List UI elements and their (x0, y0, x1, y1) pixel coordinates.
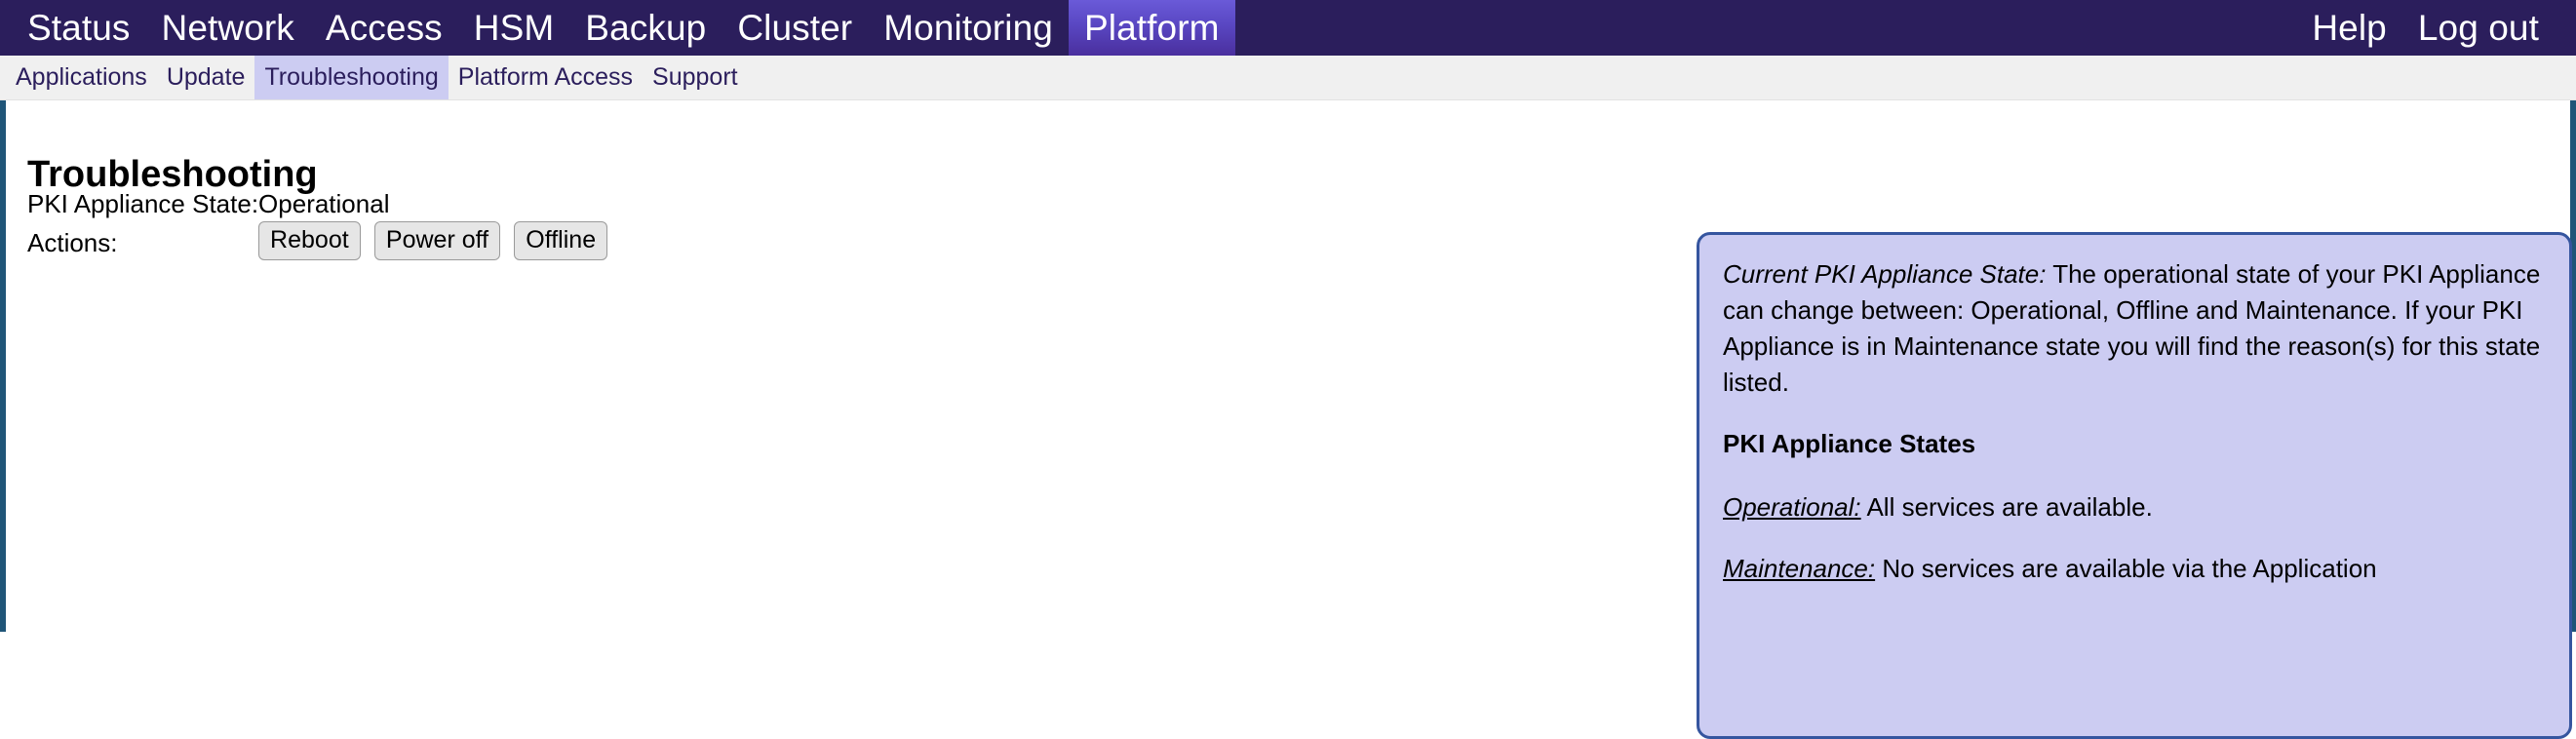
main-navigation-bar: Status Network Access HSM Backup Cluster… (0, 0, 2576, 56)
nav-item-cluster[interactable]: Cluster (737, 8, 853, 48)
help-term-current-state: Current PKI Appliance State: (1723, 259, 2047, 289)
subnav-item-support[interactable]: Support (652, 63, 738, 91)
help-paragraph-operational: Operational: All services are available. (1723, 489, 2546, 525)
table-row-appliance-state: PKI Appliance State: Operational (27, 186, 607, 221)
actions-buttons-cell: Reboot Power off Offline (258, 221, 608, 264)
main-nav-utility-items: Help Log out (2296, 0, 2576, 56)
content-frame: Troubleshooting PKI Appliance State: Ope… (0, 100, 2576, 739)
help-link[interactable]: Help (2312, 8, 2387, 48)
help-heading-appliance-states: PKI Appliance States (1723, 428, 1976, 458)
reboot-button[interactable]: Reboot (258, 221, 361, 260)
nav-item-status[interactable]: Status (27, 8, 131, 48)
help-paragraph-current-state: Current PKI Appliance State: The operati… (1723, 256, 2546, 401)
help-term-operational: Operational: (1723, 492, 1861, 523)
nav-item-platform[interactable]: Platform (1068, 0, 1235, 56)
main-nav-items: Status Network Access HSM Backup Cluster… (0, 0, 1235, 56)
nav-item-network[interactable]: Network (161, 8, 294, 48)
subnav-item-update[interactable]: Update (166, 63, 246, 91)
help-text-current-state: The operational state of your PKI Applia… (1723, 259, 2541, 397)
nav-item-backup[interactable]: Backup (585, 8, 707, 48)
page-title: Troubleshooting (27, 154, 318, 196)
sub-navigation-bar: Applications Update Troubleshooting Plat… (0, 56, 2576, 100)
logout-link[interactable]: Log out (2417, 8, 2539, 48)
help-text-operational: All services are available. (1860, 492, 2153, 523)
help-text-maintenance: No services are available via the Applic… (1875, 554, 2377, 584)
appliance-state-value: Operational (258, 189, 390, 218)
help-term-maintenance: Maintenance: (1723, 554, 1876, 584)
offline-button[interactable]: Offline (514, 221, 608, 260)
appliance-state-table: PKI Appliance State: Operational Actions… (27, 186, 608, 264)
subnav-item-troubleshooting[interactable]: Troubleshooting (254, 56, 449, 99)
help-info-panel: Current PKI Appliance State: The operati… (1697, 232, 2572, 739)
table-row-actions: Actions: Reboot Power off Offline (27, 221, 608, 264)
power-off-button[interactable]: Power off (373, 221, 501, 260)
nav-item-hsm[interactable]: HSM (473, 8, 555, 48)
help-paragraph-maintenance: Maintenance: No services are available v… (1723, 551, 2546, 587)
nav-item-access[interactable]: Access (325, 8, 443, 48)
appliance-state-label: PKI Appliance State: (27, 189, 259, 218)
subnav-item-platform-access[interactable]: Platform Access (457, 63, 634, 91)
subnav-item-applications[interactable]: Applications (16, 63, 147, 91)
actions-label: Actions: (27, 228, 118, 257)
nav-item-monitoring[interactable]: Monitoring (883, 8, 1053, 48)
